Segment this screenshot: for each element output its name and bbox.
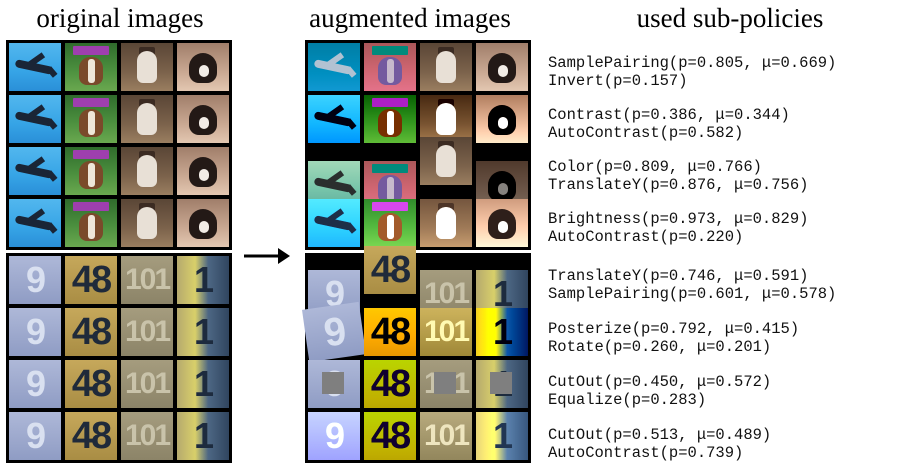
animal-image	[476, 43, 528, 91]
policy-op: Brightness(p=0.973, μ=0.829)	[548, 210, 809, 228]
digit-image: 48	[364, 360, 416, 408]
policy-op: AutoContrast(p=0.739)	[548, 444, 744, 462]
digit-image: 9	[9, 412, 61, 460]
animal-image	[476, 95, 528, 143]
animal-image	[177, 147, 229, 195]
dog-image	[65, 199, 117, 247]
digit-image: 101	[121, 412, 173, 460]
airplane-image	[308, 95, 360, 143]
digit-image: 9	[302, 301, 366, 363]
digit-image: 48	[364, 308, 416, 356]
original-digit-grid: 9 48 101 1 9 48 101 1 9 48 101 1 9 48 10…	[6, 253, 232, 463]
dog-image	[65, 95, 117, 143]
policy-op: Color(p=0.809, μ=0.766)	[548, 158, 762, 176]
digit-image: 48	[65, 256, 117, 304]
policy-3: Color(p=0.809, μ=0.766) TranslateY(p=0.8…	[548, 158, 920, 194]
cat-image	[121, 199, 173, 247]
policy-2: Contrast(p=0.386, μ=0.344) AutoContrast(…	[548, 106, 920, 142]
policy-op: SamplePairing(p=0.805, μ=0.669)	[548, 54, 837, 72]
right-arrow-icon	[244, 248, 290, 264]
policy-op: Equalize(p=0.283)	[548, 391, 707, 409]
digit-image: 48	[364, 246, 416, 294]
dog-image	[65, 147, 117, 195]
digit-image: 101	[121, 308, 173, 356]
dog-image	[364, 43, 416, 91]
policy-op: Invert(p=0.157)	[548, 72, 688, 90]
policy-op: Posterize(p=0.792, μ=0.415)	[548, 320, 800, 338]
airplane-image	[9, 199, 61, 247]
policy-op: TranslateY(p=0.876, μ=0.756)	[548, 176, 809, 194]
policy-op: AutoContrast(p=0.220)	[548, 228, 744, 246]
header-original-images: original images	[36, 3, 204, 33]
digit-image: 1	[177, 412, 229, 460]
digit-image: 101	[420, 360, 472, 408]
policy-op: CutOut(p=0.450, μ=0.572)	[548, 373, 772, 391]
digit-image: 1	[476, 412, 528, 460]
policy-1: SamplePairing(p=0.805, μ=0.669) Invert(p…	[548, 54, 920, 90]
digit-image: 9	[9, 308, 61, 356]
airplane-image	[9, 43, 61, 91]
policy-7: CutOut(p=0.450, μ=0.572) Equalize(p=0.28…	[548, 373, 920, 409]
policy-8: CutOut(p=0.513, μ=0.489) AutoContrast(p=…	[548, 426, 920, 462]
policy-5: TranslateY(p=0.746, μ=0.591) SamplePairi…	[548, 267, 920, 303]
digit-image: 48	[65, 308, 117, 356]
cat-image	[420, 137, 472, 185]
header-augmented-images: augmented images	[309, 3, 511, 33]
dog-image	[364, 95, 416, 143]
digit-image: 9	[308, 412, 360, 460]
original-object-grid	[6, 40, 232, 250]
digit-image: 9	[9, 360, 61, 408]
digit-image: 9	[9, 256, 61, 304]
digit-image: 1	[177, 360, 229, 408]
airplane-image	[9, 95, 61, 143]
policy-op: CutOut(p=0.513, μ=0.489)	[548, 426, 772, 444]
digit-image: 48	[364, 412, 416, 460]
animal-image	[177, 199, 229, 247]
digit-image: 48	[65, 360, 117, 408]
digit-image: 1	[177, 308, 229, 356]
digit-image: 101	[121, 256, 173, 304]
airplane-image	[308, 199, 360, 247]
airplane-image	[9, 147, 61, 195]
dog-image	[65, 43, 117, 91]
policy-6: Posterize(p=0.792, μ=0.415) Rotate(p=0.2…	[548, 320, 920, 356]
augmented-digit-grid: 9 48 101 1 9 48 101 1 9 48 101 1 9 48 10…	[302, 246, 531, 463]
digit-image: 48	[65, 412, 117, 460]
policy-op: SamplePairing(p=0.601, μ=0.578)	[548, 285, 837, 303]
cat-image	[420, 43, 472, 91]
digit-image: 101	[420, 412, 472, 460]
animal-image	[476, 199, 528, 247]
policy-4: Brightness(p=0.973, μ=0.829) AutoContras…	[548, 210, 920, 246]
cat-image	[420, 95, 472, 143]
digit-image: 9	[308, 360, 360, 408]
policy-op: Contrast(p=0.386, μ=0.344)	[548, 106, 790, 124]
cat-image	[121, 147, 173, 195]
policy-op: AutoContrast(p=0.582)	[548, 124, 744, 142]
digit-image: 1	[476, 360, 528, 408]
animal-image	[177, 43, 229, 91]
digit-image: 1	[476, 308, 528, 356]
animal-image	[177, 95, 229, 143]
policy-op: Rotate(p=0.260, μ=0.201)	[548, 338, 772, 356]
header-used-sub-policies: used sub-policies	[636, 3, 824, 33]
dog-image	[364, 199, 416, 247]
airplane-image	[308, 43, 360, 91]
digit-image: 101	[420, 308, 472, 356]
digit-image: 1	[177, 256, 229, 304]
cat-image	[121, 95, 173, 143]
augmented-object-grid	[305, 40, 531, 250]
digit-image: 101	[121, 360, 173, 408]
cat-image	[420, 199, 472, 247]
cat-image	[121, 43, 173, 91]
policy-op: TranslateY(p=0.746, μ=0.591)	[548, 267, 809, 285]
